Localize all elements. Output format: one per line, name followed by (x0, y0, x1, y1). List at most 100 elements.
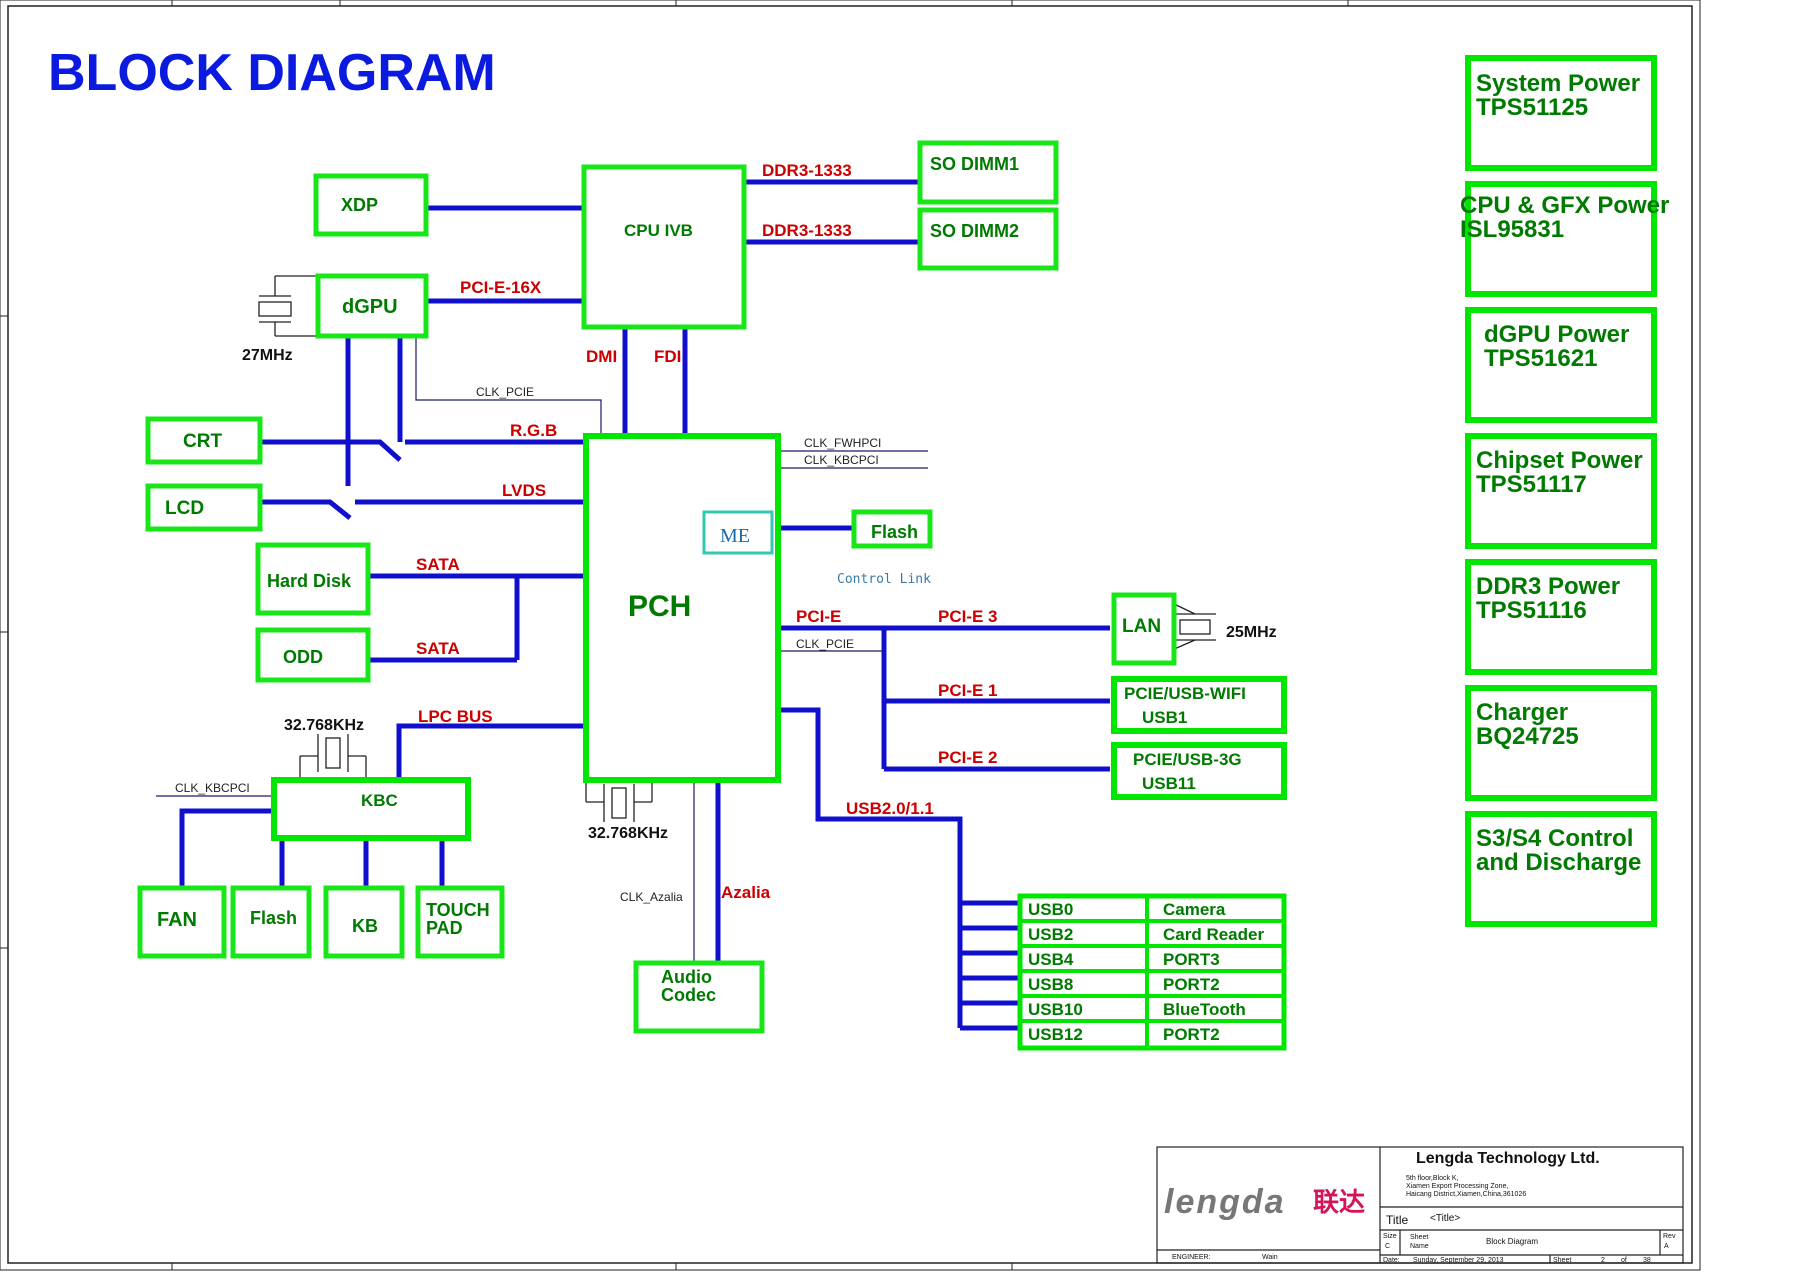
power-box-5 (1465, 685, 1657, 801)
ddr2-label: DDR3-1333 (762, 221, 852, 240)
wifi-label-line2: USB1 (1142, 708, 1187, 727)
lan-box (1111, 592, 1177, 666)
power-2-line1: dGPU Power (1484, 321, 1629, 348)
odd-label: ODD (283, 647, 323, 667)
sheet-frame (0, 0, 1701, 1271)
power-1-line2: ISL95831 (1460, 216, 1564, 243)
title-value: <Title> (1430, 1213, 1460, 1224)
date-label: Date: (1383, 1257, 1400, 1264)
clk-fwhpci-label: CLK_FWHPCI (804, 436, 881, 450)
fan-label: FAN (157, 909, 197, 931)
usb-port-4: USB10 (1028, 1000, 1083, 1019)
sata2-label: SATA (416, 639, 460, 658)
lcd-label: LCD (165, 498, 204, 519)
power-0-line2: TPS51125 (1476, 94, 1588, 121)
crystal-lan-symbol (1171, 602, 1216, 651)
usb-port-5: USB12 (1028, 1025, 1083, 1044)
kbc-box (271, 777, 471, 841)
rev-value: A (1664, 1243, 1669, 1250)
company-logo-cn: 联达 (1313, 1188, 1365, 1218)
crystal-pch-label: 32.768KHz (588, 825, 668, 842)
crt-label: CRT (183, 431, 222, 452)
3g-label-line1: PCIE/USB-3G (1133, 750, 1242, 769)
power-block-list (1465, 55, 1657, 927)
audio-codec-label-line1: Audio (661, 967, 712, 987)
company-address-1: 5th floor,Block K, (1406, 1175, 1459, 1182)
sheet-of-label: Sheet (1553, 1257, 1571, 1264)
sheet-label: Sheet (1410, 1234, 1428, 1241)
usb-port-0: USB0 (1028, 900, 1073, 919)
audio-codec-box (633, 960, 765, 1034)
signal-lines (156, 336, 928, 962)
sheet-name: Block Diagram (1486, 1237, 1538, 1246)
touchpad-label-line1: TOUCH (426, 900, 490, 920)
clk-kbcpci-pch-label: CLK_KBCPCI (804, 453, 879, 467)
usb-port-1: USB2 (1028, 925, 1073, 944)
engineer-label: ENGINEER: (1172, 1254, 1211, 1261)
usb-port-table (1017, 893, 1287, 1051)
bus-lines (179, 179, 1110, 1031)
diagram-title: BLOCK DIAGRAM (48, 44, 496, 102)
rev-label: Rev (1663, 1233, 1676, 1240)
pcie3-label: PCI-E 3 (938, 607, 998, 626)
hard-disk-box (255, 542, 371, 616)
pch-box (583, 433, 781, 783)
so-dimm2-box (917, 207, 1059, 271)
usb-device-0: Camera (1163, 900, 1226, 919)
power-4-line2: TPS51116 (1476, 597, 1587, 624)
pcie1-label: PCI-E 1 (938, 681, 998, 700)
sheet-total: 38 (1643, 1257, 1651, 1264)
xdp-label: XDP (341, 195, 378, 215)
usb-device-4: BlueTooth (1163, 1000, 1246, 1019)
power-4-line1: DDR3 Power (1476, 573, 1620, 600)
3g-label-line2: USB11 (1142, 774, 1196, 793)
kb-box (323, 885, 405, 959)
usb-device-5: PORT2 (1163, 1025, 1220, 1044)
power-box-3 (1465, 433, 1657, 549)
so-dimm2-label: SO DIMM2 (930, 221, 1019, 241)
company-name: Lengda Technology Ltd. (1416, 1150, 1600, 1167)
flash-spi-label: Flash (871, 522, 918, 542)
usb-device-3: PORT2 (1163, 975, 1220, 994)
power-3-line2: TPS51117 (1476, 471, 1587, 498)
crystal-pch-symbol (585, 780, 653, 822)
sata1-label: SATA (416, 555, 460, 574)
lpc-label: LPC BUS (418, 707, 493, 726)
usb-bus-label: USB2.0/1.1 (846, 799, 934, 818)
wifi-label-line1: PCIE/USB-WIFI (1124, 684, 1246, 703)
crystal-kbc-symbol (299, 734, 367, 778)
3g-box (1111, 742, 1287, 800)
ddr1-label: DDR3-1333 (762, 161, 852, 180)
clk-pcie-lan-label: CLK_PCIE (796, 637, 854, 651)
azalia-label: Azalia (721, 883, 771, 902)
power-box-2 (1465, 307, 1657, 423)
title-label: Title (1386, 1213, 1409, 1227)
crt-box (145, 416, 263, 465)
rgb-label: R.G.B (510, 421, 557, 440)
clk-azalia-label: CLK_Azalia (620, 890, 683, 904)
sheet-number: 2 (1601, 1257, 1605, 1264)
so-dimm1-box (917, 140, 1059, 205)
touchpad-label-line2: PAD (426, 918, 463, 938)
fan-box (137, 885, 227, 959)
usb-device-2: PORT3 (1163, 950, 1220, 969)
name-label: Name (1410, 1243, 1429, 1250)
cpu-box (581, 164, 747, 330)
hard-disk-label: Hard Disk (267, 571, 352, 591)
usb-port-3: USB8 (1028, 975, 1073, 994)
power-box-4 (1465, 559, 1657, 675)
lcd-box (145, 483, 263, 532)
power-6-line1: S3/S4 Control (1476, 825, 1633, 852)
power-6-line2: and Discharge (1476, 849, 1641, 876)
flash-kbc-box (230, 885, 312, 959)
crystal-gpu-label: 27MHz (242, 347, 293, 364)
fdi-label: FDI (654, 347, 681, 366)
usb-port-2: USB4 (1028, 950, 1074, 969)
flash-kbc-label: Flash (250, 908, 297, 928)
audio-codec-label-line2: Codec (661, 985, 716, 1005)
power-5-line2: BQ24725 (1476, 723, 1579, 750)
power-0-line1: System Power (1476, 70, 1640, 97)
power-box-6 (1465, 811, 1657, 927)
power-5-line1: Charger (1476, 699, 1568, 726)
